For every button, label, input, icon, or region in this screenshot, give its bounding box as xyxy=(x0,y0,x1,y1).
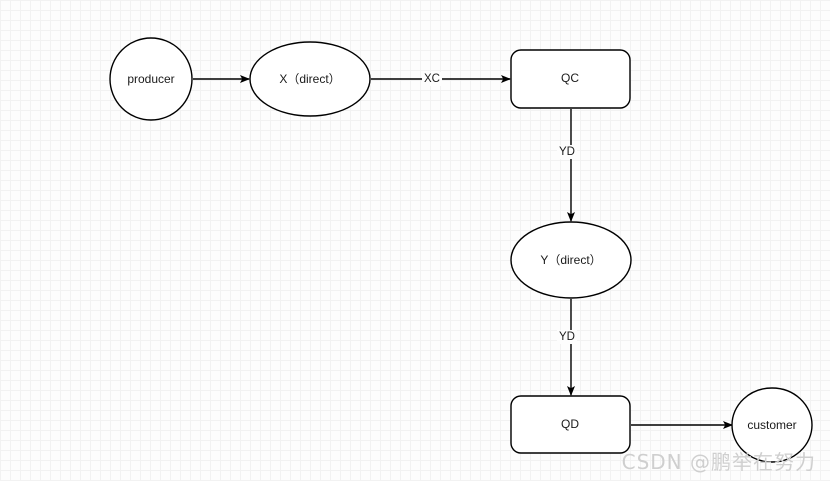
node-qd[interactable]: QD xyxy=(510,395,631,454)
edge-label-yd-lower: YD xyxy=(557,330,577,344)
node-producer[interactable]: producer xyxy=(109,37,193,121)
node-customer[interactable]: customer xyxy=(731,387,813,463)
edge-label-yd-upper: YD xyxy=(557,145,577,159)
node-qd-label: QD xyxy=(561,417,579,431)
node-y-direct-label: Y（direct） xyxy=(540,253,601,267)
node-producer-label: producer xyxy=(127,72,174,86)
node-x-direct-label: X（direct） xyxy=(279,72,340,86)
csdn-watermark: CSDN @鹏举在努力 xyxy=(621,450,816,474)
edge-label-xc: XC xyxy=(422,72,442,86)
node-qc[interactable]: QC xyxy=(510,49,631,109)
node-qc-label: QC xyxy=(561,71,579,85)
node-y-direct[interactable]: Y（direct） xyxy=(510,221,632,299)
node-x-direct[interactable]: X（direct） xyxy=(249,41,371,117)
node-customer-label: customer xyxy=(747,418,796,432)
